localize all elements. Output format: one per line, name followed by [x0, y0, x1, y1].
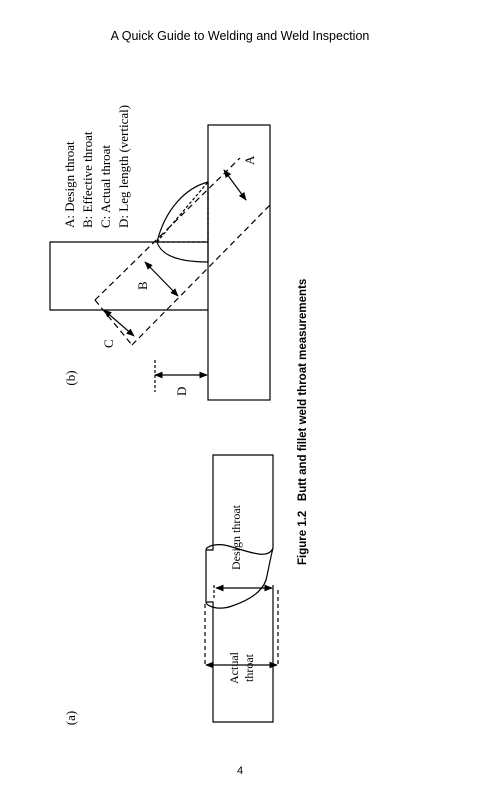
actual-throat-label-line2: throat [242, 653, 256, 682]
marker-a-label: A [242, 155, 257, 165]
marker-b-arrow [144, 261, 179, 297]
page-number: 4 [236, 765, 244, 777]
marker-c-label: C [101, 339, 116, 348]
butt-plate-lower [206, 454, 274, 551]
design-throat-label: Design throat [229, 504, 243, 570]
fillet-base-plate [207, 124, 271, 401]
fillet-weld-bead [156, 181, 209, 263]
fillet-weld-diagram [49, 124, 271, 401]
marker-d-label: D [174, 387, 189, 396]
butt-weld-diagram [204, 454, 279, 723]
butt-plate-upper [206, 585, 274, 723]
panel-a-label: (a) [63, 711, 78, 725]
caption-number: Figure 1.2 [297, 510, 309, 565]
legend-item-d: D: Leg length (vertical) [116, 105, 131, 228]
figure-caption: Figure 1.2 Butt and fillet weld throat m… [297, 279, 309, 565]
legend-item-a: A: Design throat [62, 141, 77, 228]
fillet-legend: A: Design throat B: Effective throat C: … [62, 105, 131, 228]
running-header: A Quick Guide to Welding and Weld Inspec… [110, 29, 370, 43]
marker-a-arrow [223, 169, 247, 201]
butt-weld-bead [205, 544, 274, 609]
marker-b-label: B [135, 281, 150, 290]
marker-c-arrow [103, 309, 135, 337]
legend-item-b: B: Effective throat [80, 131, 95, 228]
legend-item-c: C: Actual throat [98, 145, 113, 228]
actual-throat-label-line1: Actual [227, 651, 241, 684]
fillet-vertical-member [49, 241, 208, 311]
caption-text: Butt and fillet weld throat measurements [297, 278, 309, 502]
panel-b-label: (b) [63, 370, 78, 385]
